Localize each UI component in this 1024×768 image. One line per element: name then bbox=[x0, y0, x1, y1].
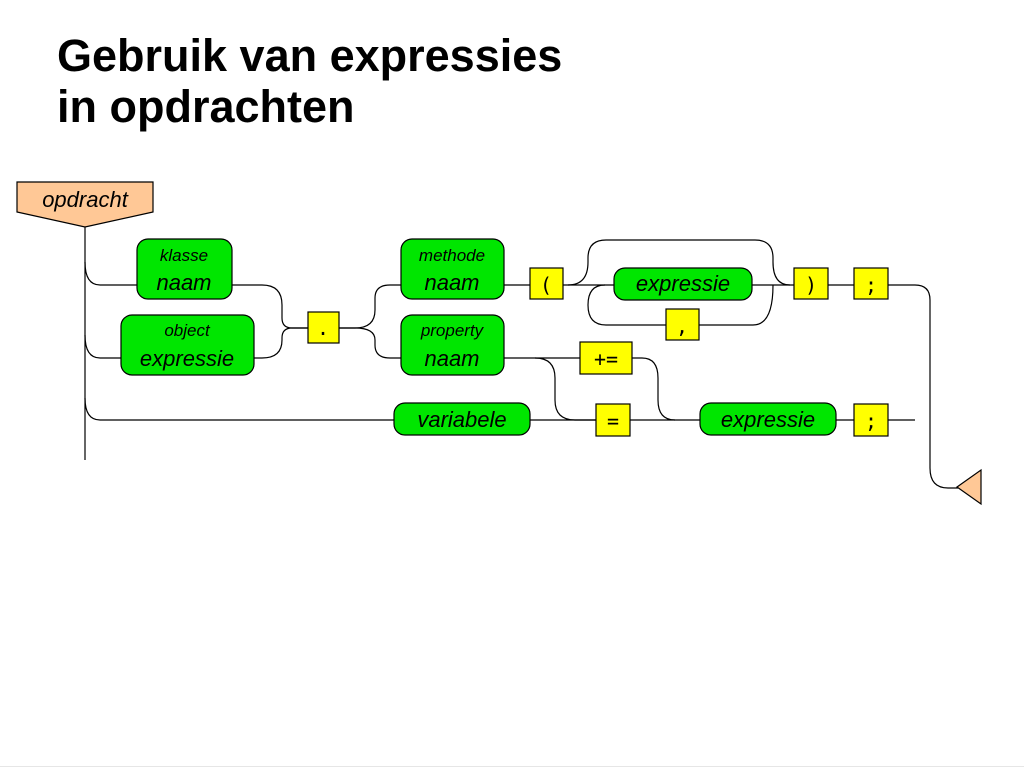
terminal-plus-assign: += bbox=[579, 341, 633, 375]
plus-assign-label: += bbox=[594, 347, 618, 371]
methode-label: methode bbox=[419, 246, 485, 265]
klasse-label: klasse bbox=[160, 246, 208, 265]
assign-label: = bbox=[607, 409, 619, 433]
terminal-assign: = bbox=[595, 403, 631, 437]
terminal-comma: , bbox=[665, 308, 700, 341]
nonterminal-expressie-arguments: expressie bbox=[613, 267, 753, 301]
nonterminal-methode-naam: methode naam bbox=[400, 238, 505, 300]
end-symbol bbox=[955, 468, 982, 506]
object-label: object bbox=[164, 321, 211, 340]
property-label: property bbox=[420, 321, 485, 340]
title-line-1: Gebruik van expressies bbox=[57, 30, 563, 81]
nonterminal-variabele: variabele bbox=[393, 402, 531, 436]
connector-lines bbox=[84, 215, 958, 489]
nonterminal-klasse-naam: klasse naam bbox=[136, 238, 233, 300]
object-expressie-label: expressie bbox=[140, 346, 234, 371]
terminal-close-paren: ) bbox=[793, 267, 829, 300]
variabele-label: variabele bbox=[417, 407, 506, 432]
semicolon-call-label: ; bbox=[865, 273, 877, 297]
close-paren-label: ) bbox=[805, 273, 817, 297]
dot-label: . bbox=[317, 316, 329, 340]
comma-label: , bbox=[676, 314, 688, 338]
nonterminal-object-expressie: object expressie bbox=[120, 314, 255, 376]
methode-naam-label: naam bbox=[424, 270, 479, 295]
semicolon-assign-label: ; bbox=[865, 409, 877, 433]
terminal-semicolon-call: ; bbox=[853, 267, 889, 300]
page-title: Gebruik van expressies in opdrachten bbox=[57, 30, 562, 132]
property-naam-label: naam bbox=[424, 346, 479, 371]
bottom-divider bbox=[0, 766, 1024, 767]
start-symbol-opdracht: opdracht bbox=[16, 181, 154, 228]
expressie-arguments-label: expressie bbox=[636, 271, 730, 296]
title-line-2: in opdrachten bbox=[57, 81, 355, 132]
open-paren-label: ( bbox=[540, 273, 552, 297]
terminal-dot: . bbox=[307, 311, 340, 344]
start-label: opdracht bbox=[42, 187, 129, 212]
terminal-semicolon-assign: ; bbox=[853, 403, 889, 437]
klasse-naam-label: naam bbox=[156, 270, 211, 295]
nonterminal-expressie-value: expressie bbox=[699, 402, 837, 436]
nonterminal-property-naam: property naam bbox=[400, 314, 505, 376]
terminal-open-paren: ( bbox=[529, 267, 564, 300]
expressie-value-label: expressie bbox=[721, 407, 815, 432]
